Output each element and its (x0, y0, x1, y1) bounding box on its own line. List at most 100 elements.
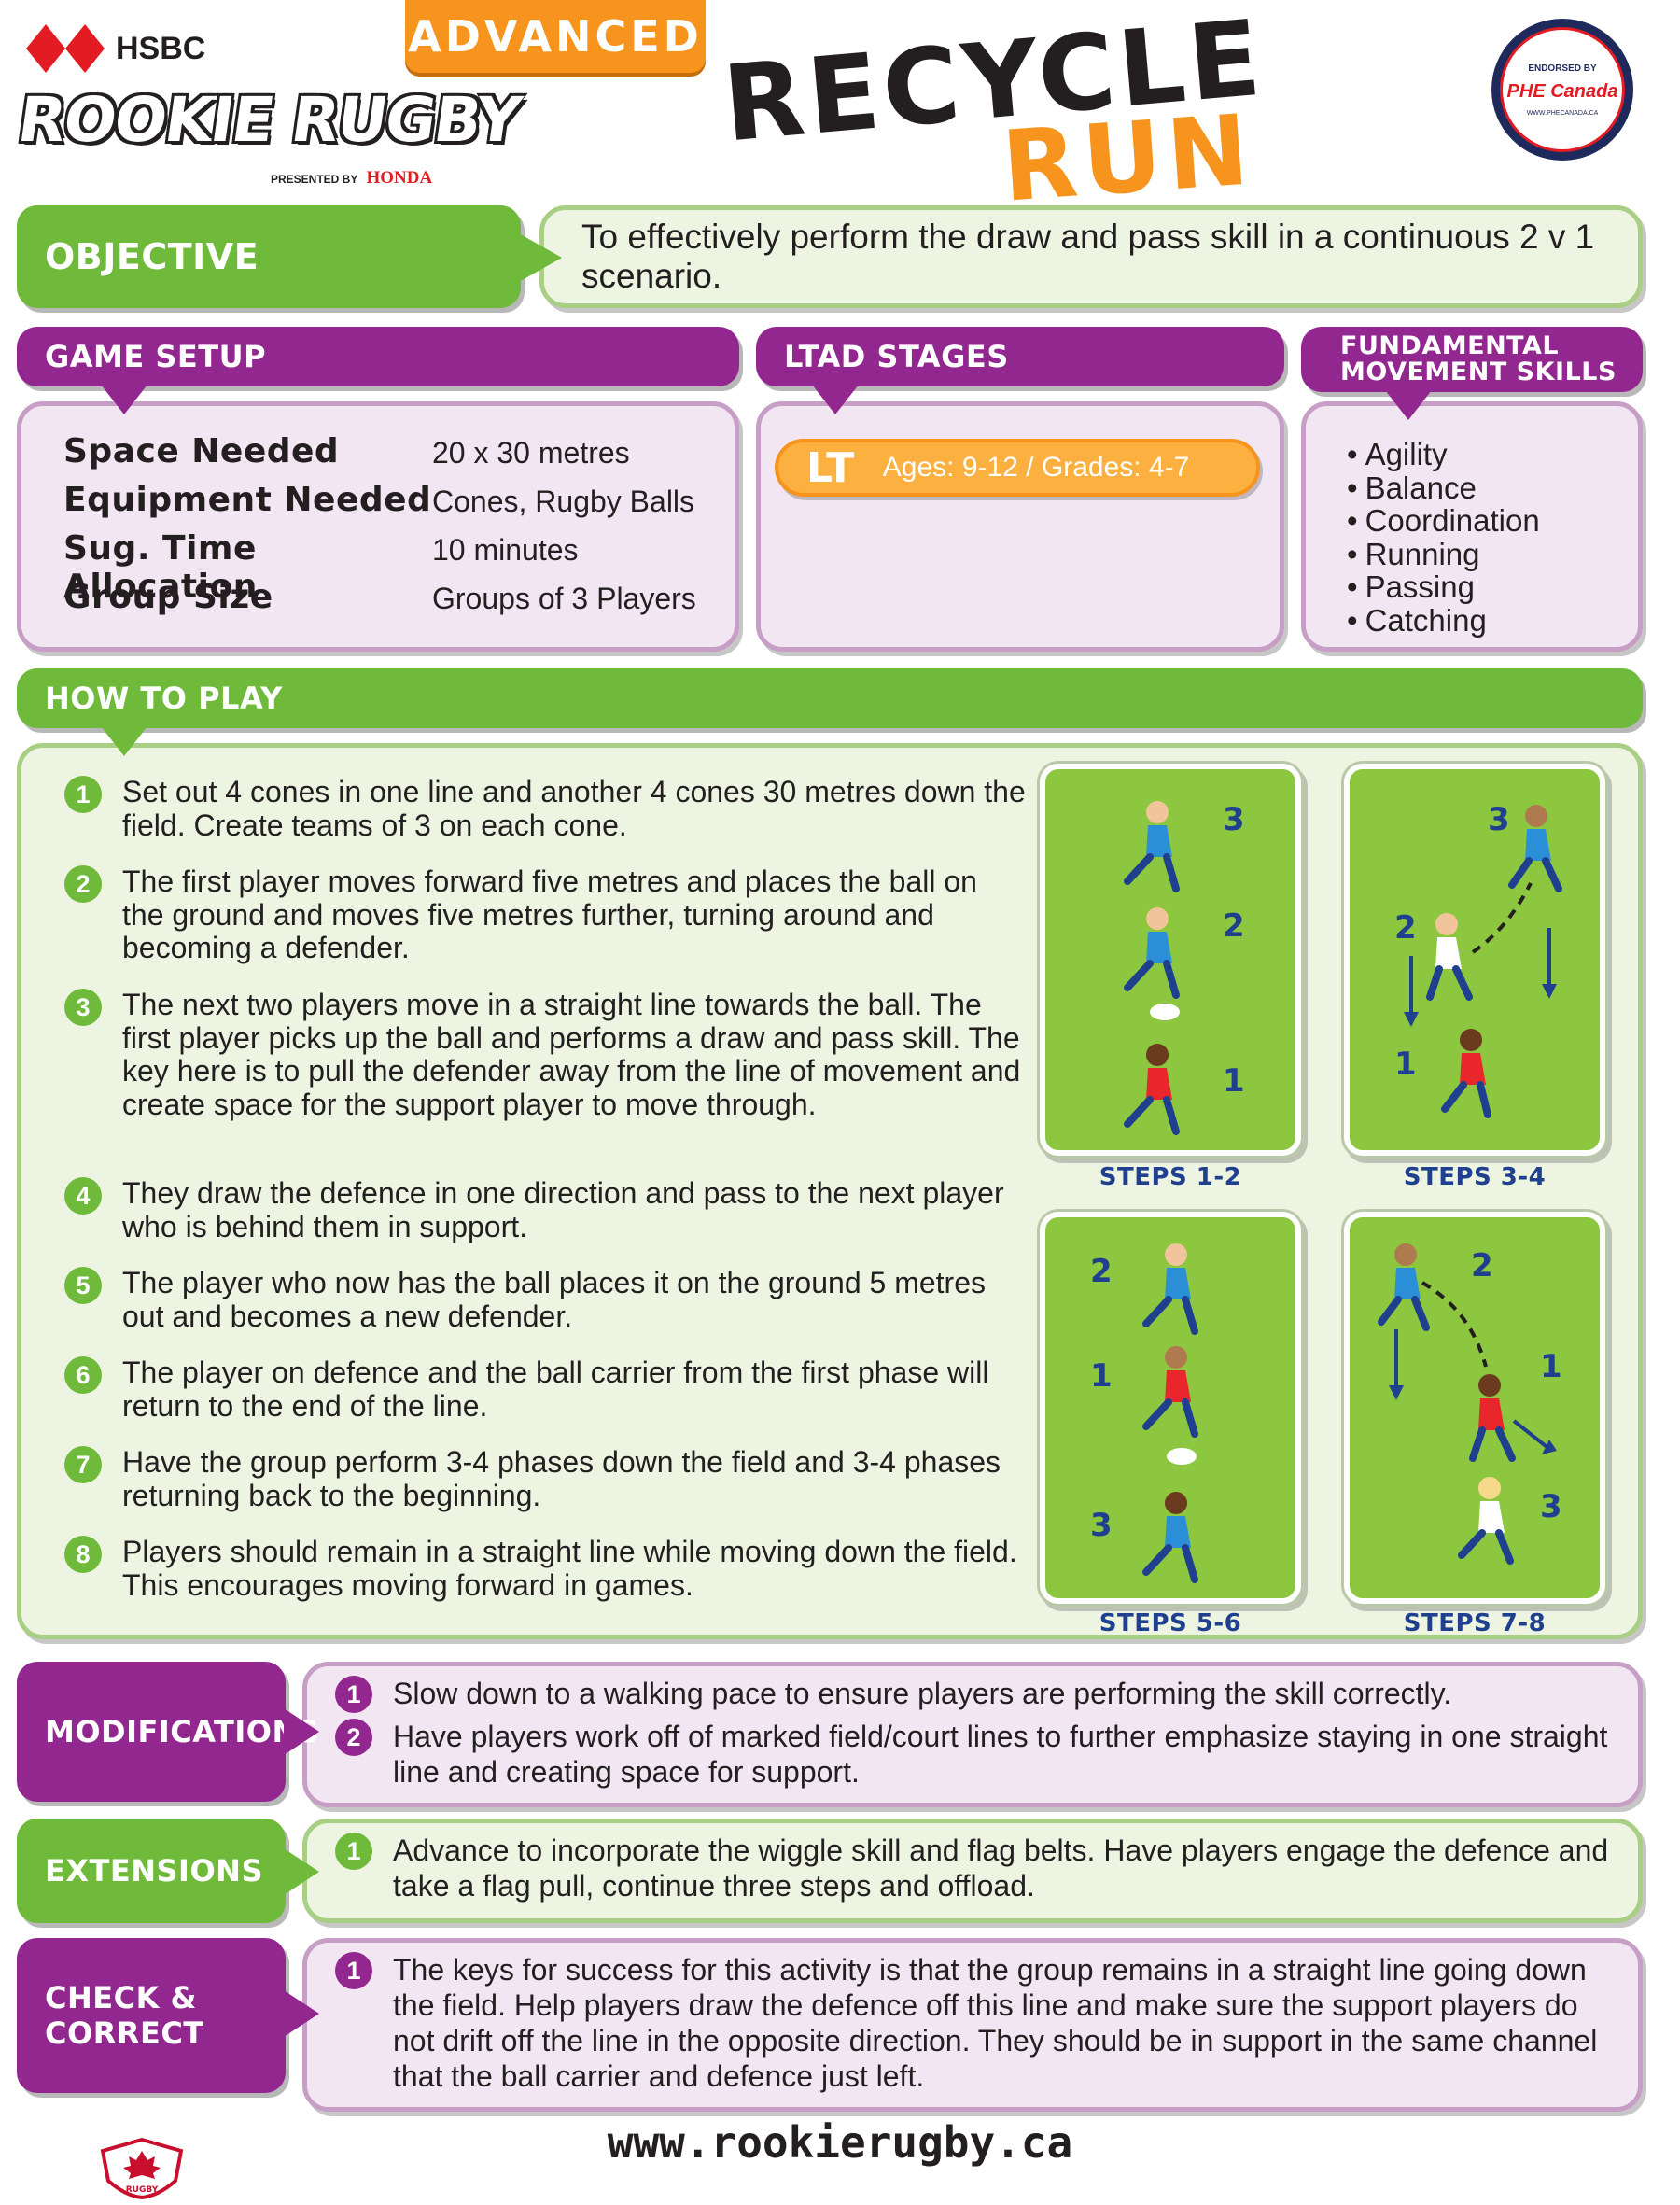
player-number: 2 (1090, 1253, 1113, 1290)
footer-badge-text: RUGBY (126, 2185, 159, 2195)
diagram-caption: STEPS 7-8 (1403, 1609, 1547, 1637)
fms-label: FUNDAMENTAL MOVEMENT SKILLS (1301, 327, 1643, 420)
extensions-pointer-icon (284, 1848, 319, 1895)
ltad-label: LTAD STAGES (756, 327, 1284, 414)
player-icon (1142, 1492, 1198, 1583)
step-number: 8 (64, 1536, 102, 1573)
modifications-pointer-icon (284, 1708, 319, 1755)
extension-1: 1 Advance to incorporate the wiggle skil… (335, 1833, 1623, 1903)
ball-icon (1150, 1004, 1180, 1020)
setup-row-group: Group Size Groups of 3 Players (63, 578, 696, 616)
setup-value: Groups of 3 Players (432, 582, 696, 615)
step-8: 8 Players should remain in a straight li… (64, 1535, 1026, 1602)
check-correct-label: CHECK & CORRECT (17, 1938, 319, 2093)
extensions-label-text: EXTENSIONS (45, 1853, 263, 1889)
check-correct-pointer-icon (284, 1990, 319, 2037)
player-number: 1 (1540, 1348, 1562, 1385)
step-text: The first player moves forward five metr… (122, 864, 977, 964)
player-icon (1426, 913, 1473, 1001)
field-diagram-icon (1378, 1243, 1557, 1565)
player-icon (1142, 1243, 1198, 1335)
step-number: 4 (64, 1177, 102, 1215)
arrow-diagonal-icon (1512, 1419, 1551, 1451)
step-1: 1 Set out 4 cones in one line and anothe… (64, 775, 1026, 842)
phe-canada-name: PHE Canada (1506, 80, 1618, 102)
game-setup-label-text: GAME SETUP (45, 339, 267, 374)
presented-by-label: PRESENTED BY (271, 173, 358, 186)
game-setup-pointer-icon (101, 385, 147, 414)
player-icon (1469, 1374, 1516, 1462)
step-number: 1 (64, 776, 102, 813)
player-icon (1124, 907, 1180, 999)
item-text: Slow down to a walking pace to ensure pl… (393, 1677, 1452, 1710)
game-setup-panel: Space Needed 20 x 30 metres Equipment Ne… (17, 401, 739, 652)
item-text: The keys for success for this activity i… (393, 1953, 1598, 2093)
extensions-label: EXTENSIONS (17, 1819, 319, 1923)
diagram-steps-1-2: 3 2 1 (1040, 764, 1301, 1156)
level-label: ADVANCED (408, 11, 703, 62)
diagram-caption: STEPS 3-4 (1403, 1163, 1547, 1191)
step-3: 3 The next two players move in a straigh… (64, 988, 1026, 1121)
how-to-play-panel: 1 Set out 4 cones in one line and anothe… (17, 743, 1643, 1639)
ltad-label-text: LTAD STAGES (784, 339, 1009, 374)
step-text: The player on defence and the ball carri… (122, 1355, 989, 1423)
phe-canada-badge: ENDORSED BY PHE Canada WWW.PHECANADA.CA (1491, 19, 1633, 161)
step-text: Have the group perform 3-4 phases down t… (122, 1445, 1001, 1512)
list-item: Passing (1347, 570, 1540, 604)
modifications-label-text: MODIFICATIONS (45, 1714, 320, 1749)
player-icon (1378, 1243, 1430, 1331)
step-number: 5 (64, 1267, 102, 1304)
step-text: Set out 4 cones in one line and another … (122, 775, 1026, 842)
player-icon (1124, 801, 1180, 892)
player-number: 3 (1223, 801, 1245, 838)
check-correct-label-line1: CHECK & (45, 1980, 197, 2015)
sponsor-name: HSBC (116, 30, 206, 66)
endorsed-by-label: ENDORSED BY (1528, 63, 1597, 74)
modification-1: 1 Slow down to a walking pace to ensure … (335, 1676, 1623, 1713)
player-number: 1 (1394, 1046, 1417, 1083)
game-setup-label: GAME SETUP (17, 327, 739, 414)
check-correct-label-line2: CORRECT (45, 2015, 204, 2051)
diagram-steps-3-4: 3 2 1 (1344, 764, 1605, 1156)
player-number: 1 (1223, 1062, 1245, 1100)
item-number: 1 (335, 1676, 372, 1713)
player-number: 3 (1540, 1488, 1562, 1525)
setup-value: 10 minutes (432, 533, 579, 567)
setup-value: 20 x 30 metres (432, 436, 630, 470)
player-icon (1142, 1346, 1198, 1438)
setup-row-time: Sug. Time Allocation 10 minutes (63, 529, 579, 606)
extensions-panel: 1 Advance to incorporate the wiggle skil… (302, 1819, 1643, 1923)
objective-text: To effectively perform the draw and pass… (581, 218, 1595, 295)
hsbc-hexagon-icon (26, 24, 105, 73)
list-item: Agility (1347, 438, 1540, 471)
setup-key: Space Needed (63, 432, 340, 470)
ltad-ages: Ages: 9-12 / Grades: 4-7 (882, 452, 1190, 483)
ball-icon (1167, 1448, 1197, 1465)
player-icon (1441, 1029, 1491, 1118)
activity-title-line2: RUN (999, 92, 1258, 224)
setup-key: Group Size (63, 578, 273, 616)
footer-url[interactable]: www.rookierugby.ca (607, 2117, 1073, 2168)
list-item: Catching (1347, 603, 1540, 638)
item-text: Advance to incorporate the wiggle skill … (393, 1833, 1609, 1903)
setup-row-space: Space Needed 20 x 30 metres (63, 432, 630, 470)
step-number: 3 (64, 989, 102, 1026)
objective-pointer-icon (519, 233, 562, 282)
rugby-canada-shield-icon: RUGBY (97, 2137, 187, 2200)
rookie-rugby-wordmark: ROOKIE RUGBY (13, 84, 525, 156)
step-6: 6 The player on defence and the ball car… (64, 1355, 1026, 1423)
diagram-caption: STEPS 1-2 (1099, 1163, 1242, 1191)
fms-panel: Agility Balance Coordination Running Pas… (1301, 401, 1643, 652)
pass-line-icon (1421, 1281, 1488, 1368)
step-7: 7 Have the group perform 3-4 phases down… (64, 1445, 1026, 1512)
modification-2: 2 Have players work off of marked field/… (335, 1719, 1623, 1790)
field-diagram-icon (1404, 805, 1562, 1118)
player-number: 3 (1090, 1507, 1113, 1544)
diagram-steps-5-6: 2 1 3 (1040, 1212, 1301, 1604)
item-number: 1 (335, 1833, 372, 1870)
how-to-play-pointer-icon (101, 726, 147, 756)
setup-value: Cones, Rugby Balls (432, 485, 695, 518)
step-text: The next two players move in a straight … (122, 988, 1021, 1121)
field-diagram-icon (1142, 1243, 1198, 1583)
ltad-stage-code: LT (806, 443, 855, 492)
